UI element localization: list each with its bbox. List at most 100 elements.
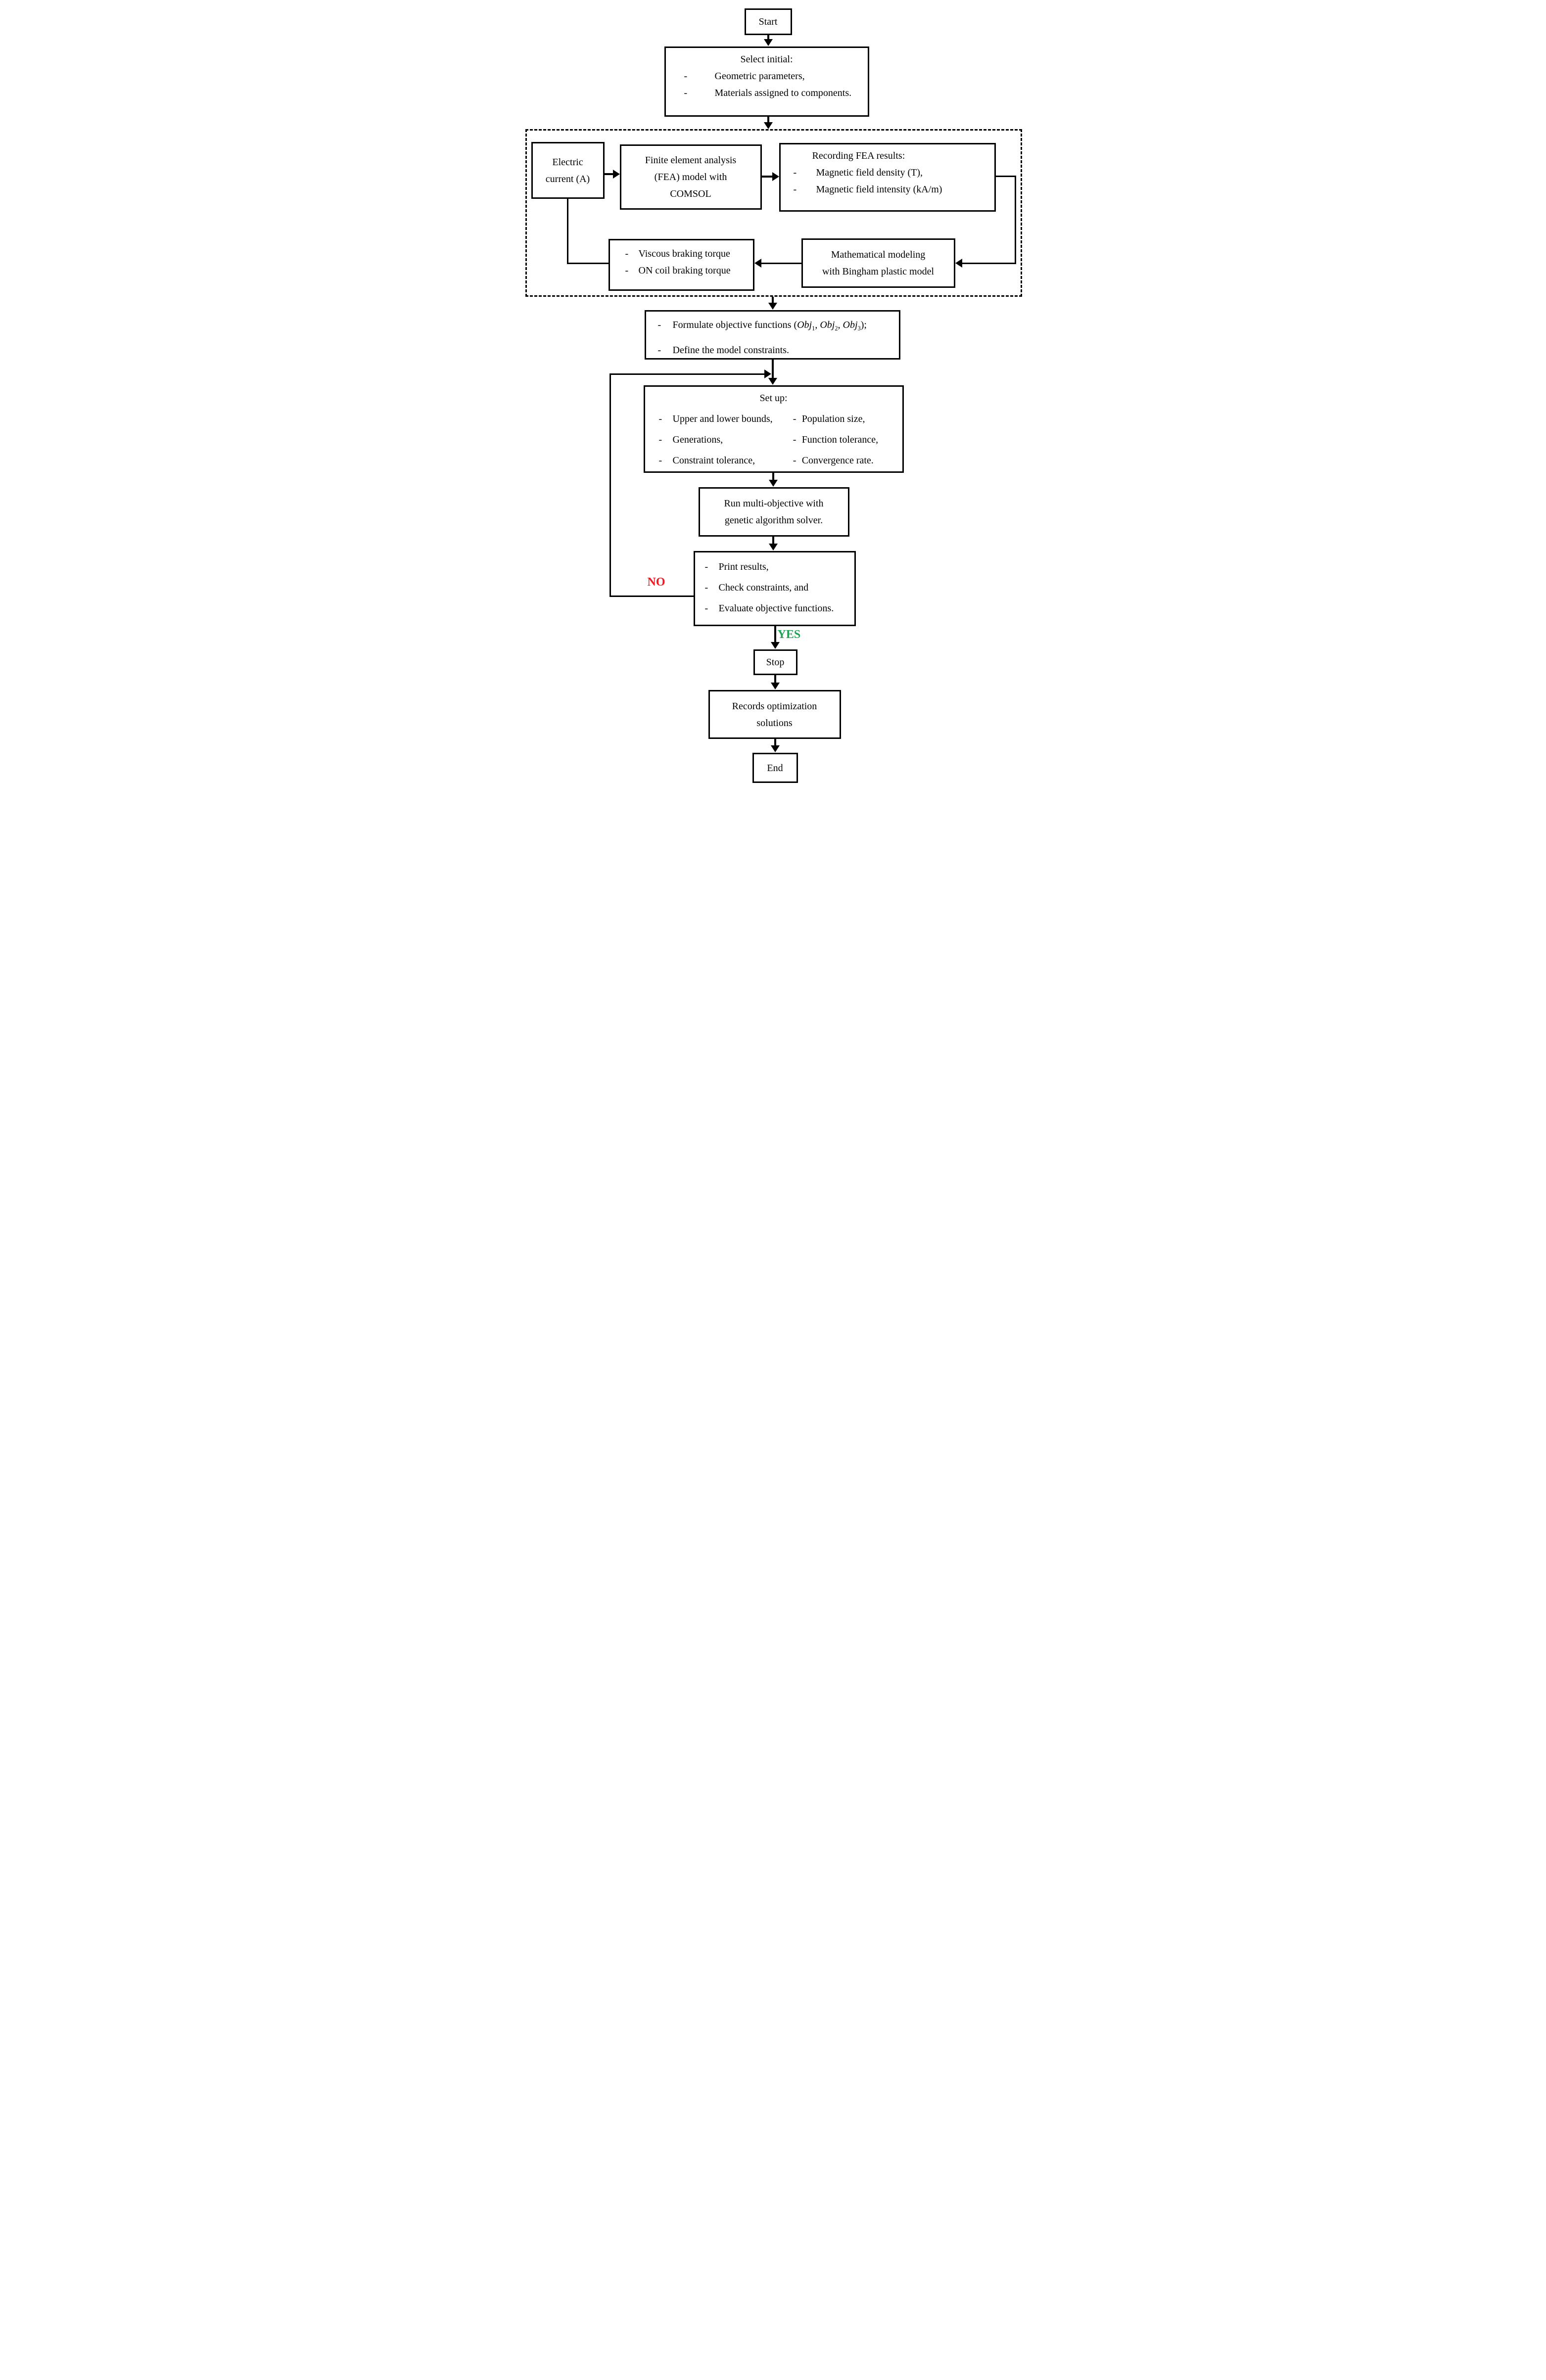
fea-loop-dashed-container (525, 129, 1022, 297)
connector-recording-route-bottom (961, 263, 1016, 264)
arrow-right-icon (612, 170, 620, 179)
connector-formulate-setup (771, 360, 774, 378)
list-item-text: Evaluate objective functions. (718, 603, 834, 614)
obj-subscript: 1 (812, 325, 815, 332)
connector-math-torque (760, 263, 801, 264)
node-run-solver-line: Run multi-objective with (724, 498, 824, 509)
node-stop-label: Stop (766, 657, 785, 668)
bullet-dash: - (625, 265, 629, 276)
list-item-text: Viscous braking torque (638, 248, 730, 259)
bullet-dash: - (658, 434, 662, 445)
connector-fea-recording (761, 176, 773, 178)
connector-dashed-formulate (771, 297, 774, 303)
bullet-dash: - (793, 434, 796, 445)
obj-symbol: Obj (820, 320, 835, 330)
arrow-left-icon (754, 259, 761, 268)
node-start-label: Start (758, 16, 778, 27)
connector-start-select (767, 35, 769, 40)
list-item: - Geometric parameters, (666, 68, 868, 85)
connector-setup-run (772, 473, 774, 480)
bullet-dash: - (658, 413, 662, 424)
bullet-dash: - (684, 71, 688, 82)
bullet-dash: - (625, 248, 629, 259)
obj-subscript: 3 (857, 325, 861, 332)
arrow-down-icon (763, 122, 773, 129)
list-item: - Materials assigned to components. (666, 85, 868, 101)
arrow-down-icon (768, 480, 778, 487)
yes-branch-label: YES (777, 628, 801, 641)
node-braking-torque: - Viscous braking torque - ON coil braki… (608, 239, 754, 291)
node-setup: Set up: - Upper and lower bounds, - Gene… (643, 385, 904, 473)
node-fea-model-line: Finite element analysis (645, 155, 737, 166)
node-math-modeling: Mathematical modeling with Bingham plast… (801, 238, 955, 288)
list-item: - Viscous braking torque (610, 245, 753, 262)
node-electric-current-line: current (A) (545, 173, 590, 184)
list-item: - Generations, (645, 429, 789, 450)
list-item-text: Define the model constraints. (672, 345, 790, 356)
list-item-text: Magnetic field density (T), (816, 167, 923, 178)
setup-left-column: - Upper and lower bounds, - Generations,… (645, 409, 789, 471)
list-item: - Print results, (695, 556, 854, 577)
bullet-dash: - (684, 88, 688, 98)
node-fea-model-line: (FEA) model with (654, 172, 727, 183)
node-electric-current-line: Electric (552, 156, 583, 168)
list-item-text: Convergence rate. (801, 455, 874, 466)
connector-recording-route-top (995, 176, 1016, 177)
node-end: End (752, 753, 798, 783)
connector-select-dashed (767, 117, 769, 123)
list-item: - Define the model constraints. (646, 339, 899, 361)
connector-no-feedback-vertical (609, 373, 611, 597)
node-fea-model-line: COMSOL (670, 188, 711, 199)
obj-symbol: Obj (843, 320, 858, 330)
connector-records-end (774, 738, 776, 746)
arrow-right-icon (764, 369, 771, 378)
list-item: - Population size, (789, 409, 902, 429)
node-recording-results-title: Recording FEA results: (812, 150, 905, 161)
arrow-left-icon (955, 259, 962, 268)
connector-electric-fea (604, 173, 613, 175)
arrow-down-icon (768, 544, 778, 550)
list-item: - Magnetic field intensity (kA/m) (781, 181, 994, 198)
bullet-dash: - (793, 413, 796, 424)
connector-electric-torque-vertical (566, 199, 568, 264)
bullet-dash: - (704, 603, 708, 614)
node-select-initial: Select initial: - Geometric parameters, … (664, 46, 869, 117)
list-item-text: Formulate objective functions (Obj1, Obj… (672, 320, 867, 332)
node-print-check-evaluate: - Print results, - Check constraints, an… (693, 551, 856, 626)
connector-no-feedback-top (609, 373, 765, 375)
connector-run-print (772, 536, 774, 544)
node-recording-results: Recording FEA results: - Magnetic field … (779, 143, 996, 212)
bullet-dash: - (793, 455, 796, 466)
flowchart-canvas: Start Select initial: - Geometric parame… (515, 0, 1031, 793)
node-run-solver-line: genetic algorithm solver. (724, 515, 823, 526)
arrow-down-icon (770, 642, 780, 649)
arrow-down-icon (763, 39, 773, 46)
node-math-modeling-line: Mathematical modeling (831, 249, 926, 260)
list-item: - Upper and lower bounds, (645, 409, 789, 429)
node-select-initial-title: Select initial: (740, 54, 793, 65)
bullet-dash: - (658, 455, 662, 466)
list-item-text: Magnetic field intensity (kA/m) (816, 184, 942, 195)
arrow-down-icon (768, 303, 777, 310)
node-records-solutions-line: solutions (756, 717, 793, 729)
arrow-down-icon (768, 378, 777, 385)
list-item-text: Geometric parameters, (714, 71, 805, 82)
node-electric-current: Electric current (A) (531, 142, 605, 199)
list-item-text: Function tolerance, (801, 434, 879, 445)
node-stop: Stop (753, 649, 797, 675)
bullet-dash: - (793, 184, 797, 195)
list-item-text: Print results, (718, 561, 769, 572)
arrow-down-icon (770, 745, 780, 752)
list-item-text: Constraint tolerance, (672, 455, 755, 466)
node-math-modeling-line: with Bingham plastic model (822, 266, 935, 277)
list-item-text: Upper and lower bounds, (672, 413, 773, 424)
connector-stop-records (774, 675, 776, 683)
node-start: Start (744, 8, 792, 35)
list-item-text: Materials assigned to components. (714, 88, 852, 98)
list-item: - Convergence rate. (789, 450, 902, 471)
list-item: - Magnetic field density (T), (781, 164, 994, 181)
list-item-text: Generations, (672, 434, 723, 445)
setup-columns: - Upper and lower bounds, - Generations,… (645, 409, 902, 471)
node-records-solutions-line: Records optimization (732, 700, 817, 712)
arrow-down-icon (770, 683, 780, 689)
